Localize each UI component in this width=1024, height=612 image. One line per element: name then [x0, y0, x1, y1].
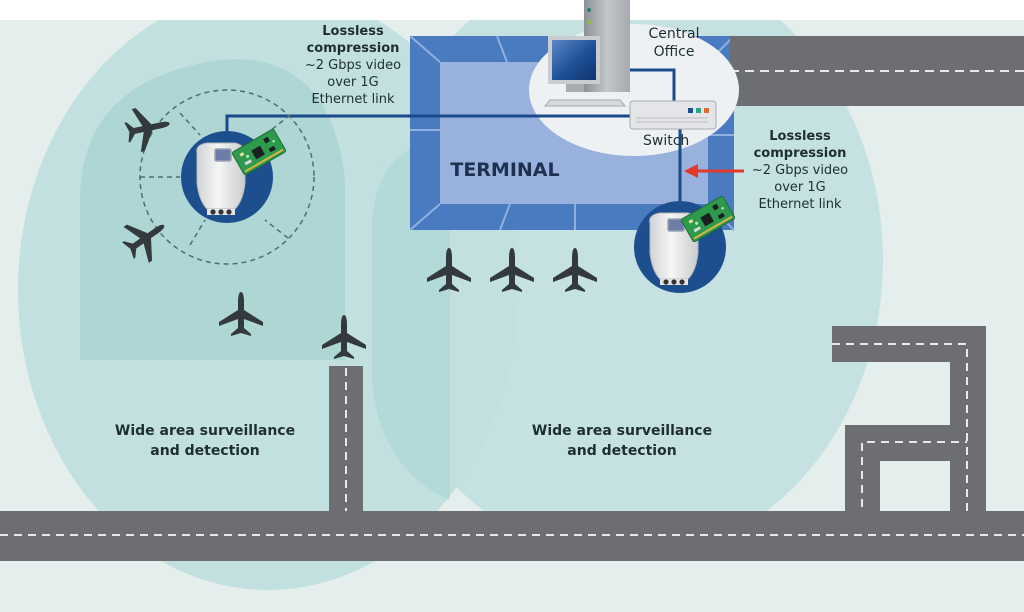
switch-icon	[629, 100, 717, 130]
link-left-line5: Ethernet link	[311, 92, 395, 107]
switch-port-blue	[688, 108, 693, 113]
detection-range-rings	[139, 89, 315, 265]
link-right-line2: compression	[754, 146, 847, 161]
link-right-line4: over 1G	[774, 180, 825, 195]
link-left-line4: over 1G	[327, 75, 378, 90]
central-office-label-line2: Office	[654, 44, 695, 60]
link-left-line1: Lossless	[322, 24, 384, 39]
main-road	[0, 511, 1024, 561]
taxiway-loop	[832, 326, 986, 535]
link-label-left: Lossless compression ~2 Gbps video over …	[305, 24, 401, 107]
zone-right-line2: and detection	[567, 443, 676, 459]
switch-port-green	[696, 108, 701, 113]
camera-left	[181, 128, 287, 223]
top-margin-cover	[0, 0, 1024, 20]
runway-vertical	[329, 366, 363, 535]
link-left-line2: compression	[307, 41, 400, 56]
zone-label-right: Wide area surveillance and detection	[532, 423, 712, 459]
link-right-line1: Lossless	[769, 129, 831, 144]
zone-left-line1: Wide area surveillance	[115, 423, 295, 439]
zone-label-left: Wide area surveillance and detection	[115, 423, 295, 459]
link-right-line5: Ethernet link	[758, 197, 842, 212]
camera-right	[634, 195, 736, 293]
link-label-right: Lossless compression ~2 Gbps video over …	[752, 129, 848, 212]
central-office-label-line1: Central	[649, 26, 700, 42]
switch-label: Switch	[643, 133, 689, 149]
terminal-label: TERMINAL	[450, 159, 559, 181]
data-flow-arrow	[684, 164, 744, 178]
zone-right-line1: Wide area surveillance	[532, 423, 712, 439]
zone-left-line2: and detection	[150, 443, 259, 459]
link-left-line3: ~2 Gbps video	[305, 58, 401, 73]
switch-port-orange	[704, 108, 709, 113]
road-top-right	[730, 36, 1024, 106]
computer-icon	[543, 0, 630, 107]
link-right-line3: ~2 Gbps video	[752, 163, 848, 178]
